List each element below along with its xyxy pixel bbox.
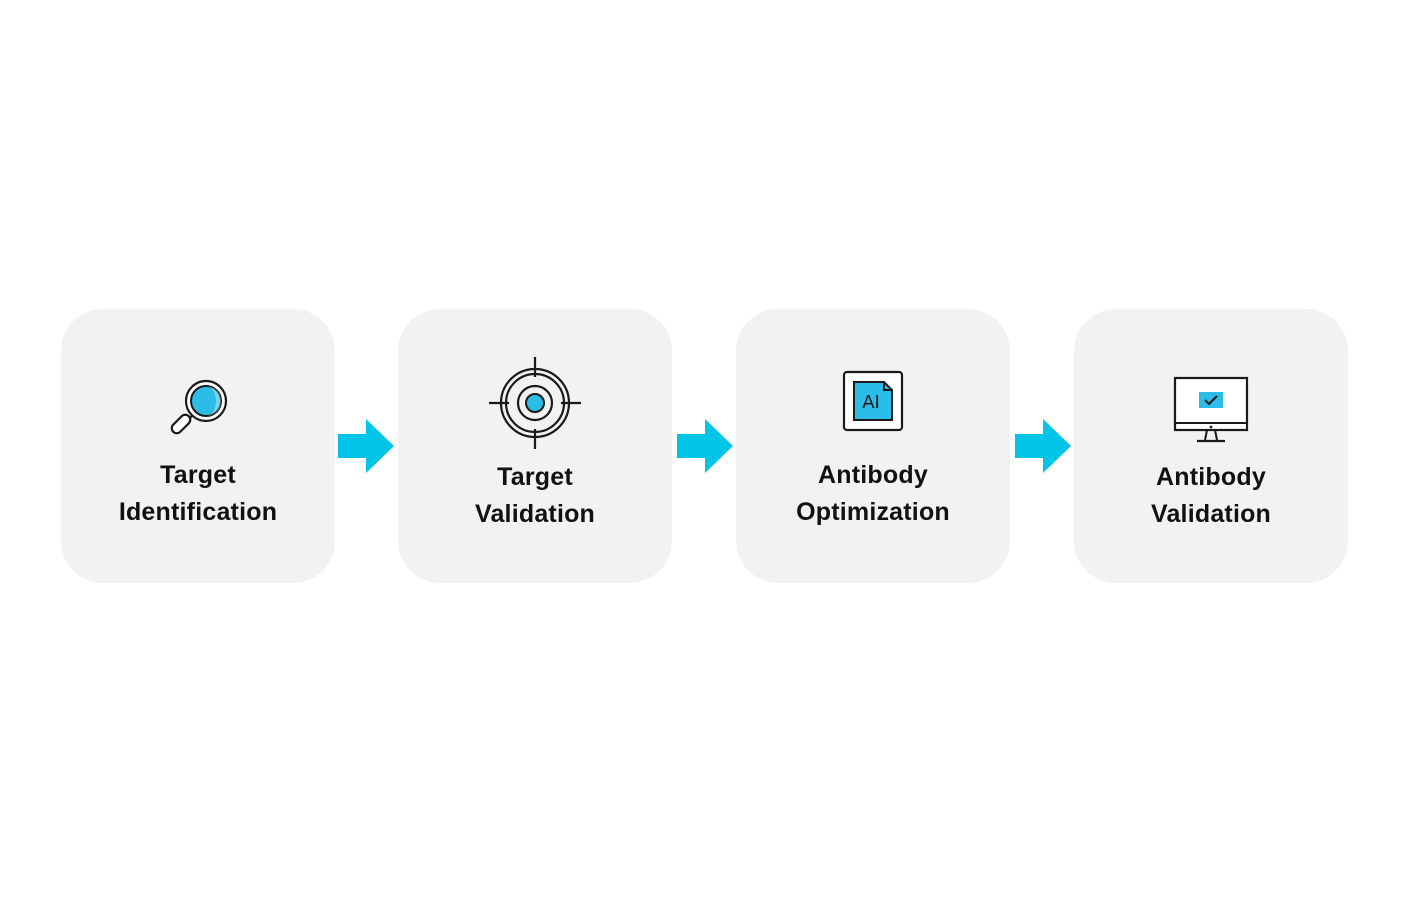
step-label: Antibody Validation [1150,463,1272,528]
target-crosshair-icon [398,355,672,451]
ai-chip-icon: AI [736,370,1010,432]
step-label: Target Identification [118,461,278,526]
step-card-target-validation: Target Validation [398,309,672,583]
ai-icon-text: AI [862,392,880,413]
step-card-antibody-optimization: AI Antibody Optimization [736,309,1010,583]
right-arrow-icon [338,419,394,473]
step-label: Antibody Optimization [796,461,950,526]
monitor-check-icon [1074,376,1348,444]
step-label: Target Validation [474,463,596,528]
step-card-antibody-validation: Antibody Validation [1074,309,1348,583]
right-arrow-icon [677,419,733,473]
magnifier-icon [61,375,335,447]
right-arrow-icon [1015,419,1071,473]
step-card-target-identification: Target Identification [61,309,335,583]
